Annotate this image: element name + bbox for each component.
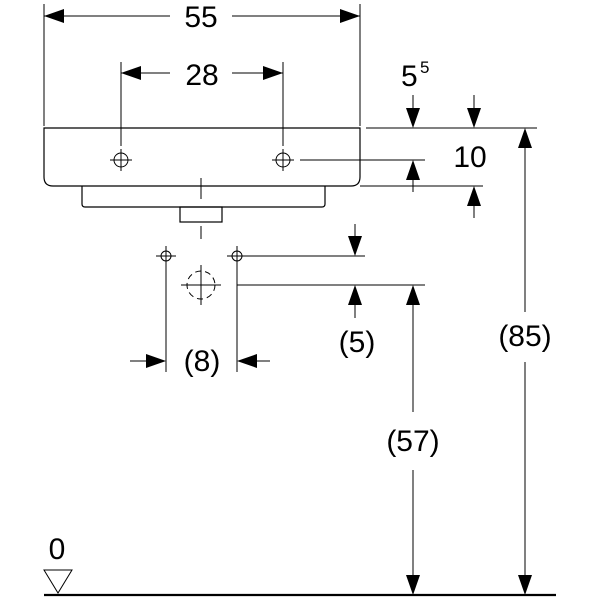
dimension-overall-width: 55 [43,1,361,126]
rim-height-label: (85) [498,320,551,353]
dimension-side-offset: 5 5 [401,58,481,128]
side-offset-superscript: 5 [420,58,429,77]
dimension-supply-height: (57) [386,285,440,595]
tap-hole-spacing-label: 28 [185,59,218,92]
supply-height-label: (57) [386,425,439,458]
basin-height-label: 10 [453,141,486,174]
dimension-supply-spacing: (8) [130,266,270,378]
floor-level-label: 0 [49,533,66,566]
dimension-tap-hole-spacing: 28 [120,59,284,146]
floor-level-marker [43,569,73,594]
supply-connection-right [227,246,247,266]
supply-connection-left [156,246,176,266]
supply-offset-label: (5) [339,326,376,359]
side-offset-label: 5 [401,60,418,93]
dimension-supply-offset: (5) [237,224,425,359]
supply-spacing-label: (8) [184,345,221,378]
dimension-basin-height: 10 [300,127,537,218]
dimension-rim-height: (85) [498,128,552,595]
tap-hole-right [272,149,294,171]
washbasin-outline [43,127,361,239]
waste-outlet [181,265,221,305]
overall-width-label: 55 [184,1,217,34]
tap-hole-left [110,149,132,171]
floor-reference: 0 [43,533,556,597]
